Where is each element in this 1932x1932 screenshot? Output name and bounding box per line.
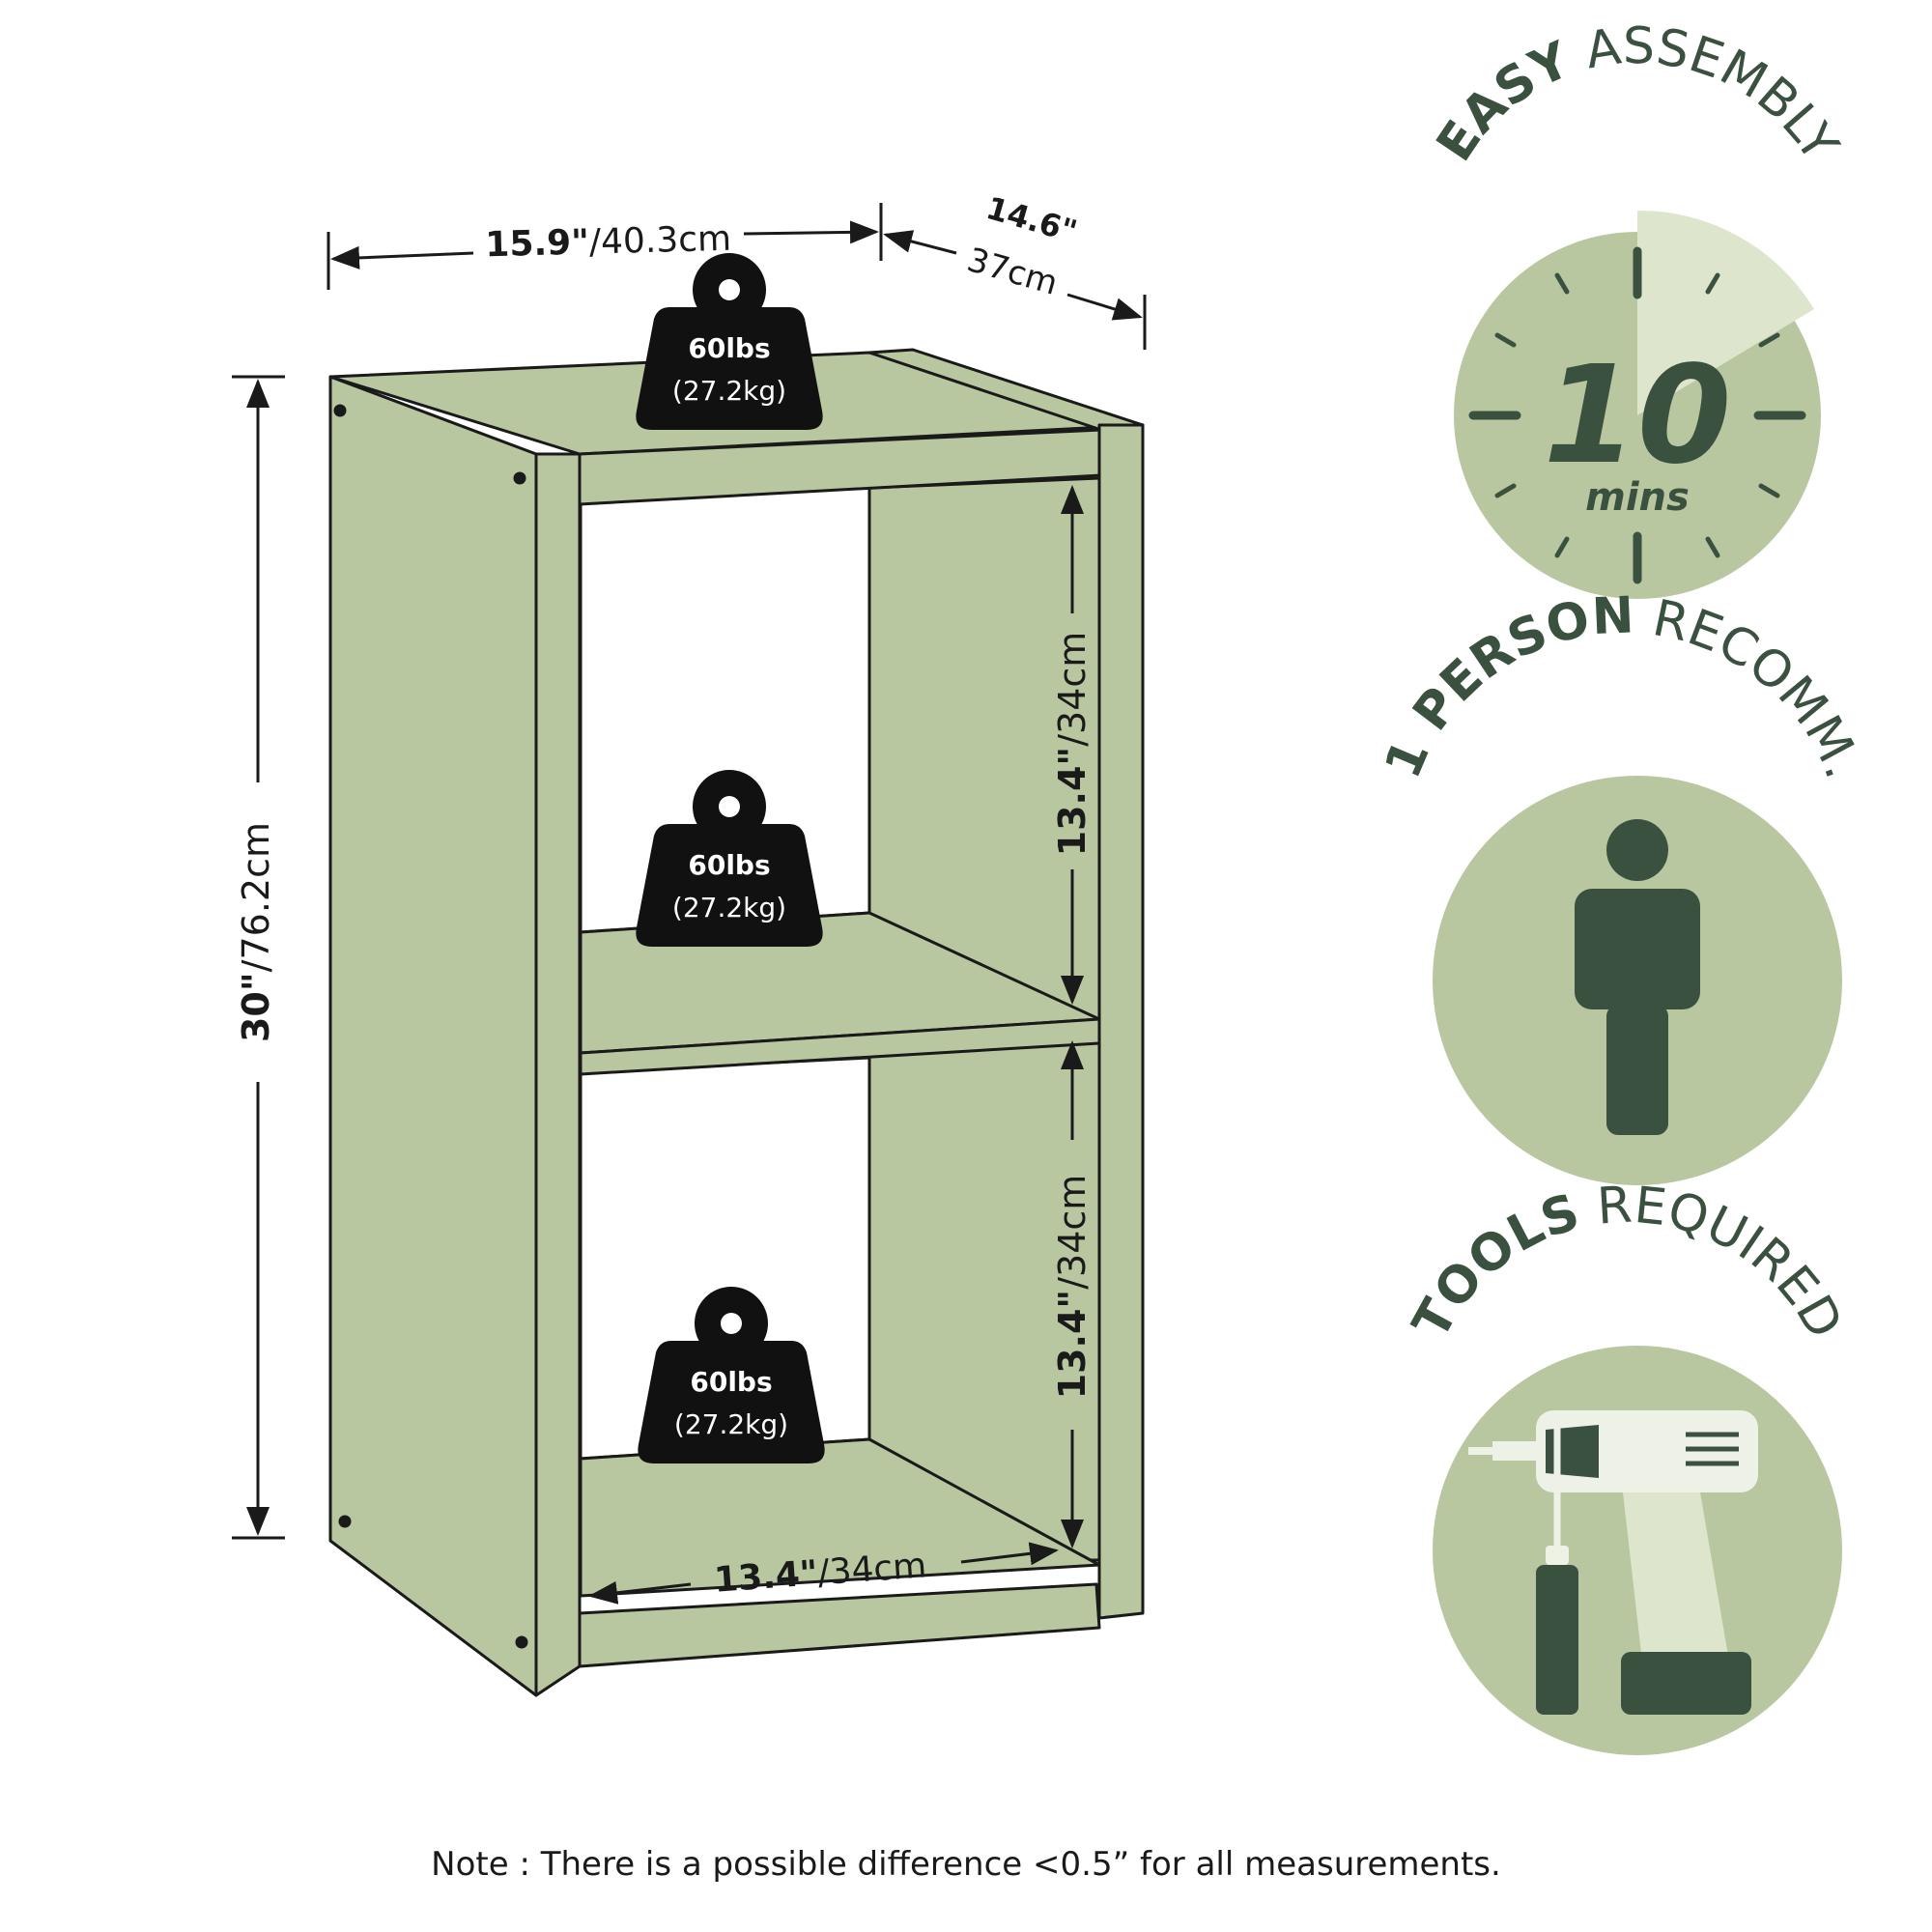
person-icon — [1575, 819, 1700, 1135]
left-side-edge — [534, 452, 582, 1697]
timer-segment — [1637, 210, 1814, 415]
tools-required-badge: TOOLS REQUIRED — [1402, 1177, 1854, 1755]
depth-unit-label: 37cm — [963, 241, 1062, 303]
weight-icon: 60lbs (27.2kg) — [636, 253, 823, 430]
cube-shelf — [328, 348, 1145, 1697]
assembly-minutes: 10 — [1544, 337, 1732, 495]
weight-lbs-label: 60lbs — [690, 1366, 772, 1398]
weight-kg-label: (27.2kg) — [674, 1408, 788, 1440]
width-label: 15.9"/40.3cm — [485, 219, 732, 266]
lower-cube-label: 13.4"/34cm — [1051, 1175, 1094, 1400]
weight-icons: 60lbs (27.2kg) 60lbs (27.2kg) 60lbs (27.2kg) — [636, 253, 825, 1463]
weight-kg-label: (27.2kg) — [672, 892, 786, 923]
easy-assembly-badge: 10 mins EASY ASSEMBLY — [1426, 17, 1849, 599]
assembly-title: EASY ASSEMBLY — [1426, 17, 1849, 172]
weight-icon: 60lbs (27.2kg) — [636, 770, 823, 947]
dimension-lines — [232, 203, 1147, 1605]
weight-icon: 60lbs (27.2kg) — [638, 1287, 825, 1463]
left-side-panel — [328, 375, 538, 1697]
inner-width-label: 13.4"/34cm — [713, 1546, 928, 1600]
measurement-note: Note : There is a possible difference <0… — [431, 1845, 1501, 1884]
weight-kg-label: (27.2kg) — [672, 375, 786, 407]
right-side-edge — [1097, 423, 1145, 1620]
tools-title: TOOLS REQUIRED — [1402, 1177, 1853, 1349]
timer-icon — [1468, 246, 1806, 584]
person-title: 1 PERSON RECOMM. — [1375, 586, 1872, 786]
depth-value-label: 14.6" — [982, 189, 1081, 250]
screwdriver-icon — [1536, 1410, 1578, 1715]
one-person-badge: 1 PERSON RECOMM. — [1375, 586, 1872, 1185]
base-front-edge — [578, 1582, 1101, 1668]
weight-lbs-label: 60lbs — [688, 332, 770, 364]
weight-lbs-label: 60lbs — [688, 849, 770, 881]
height-label: 30"/76.2cm — [235, 822, 277, 1042]
assembly-unit: mins — [1585, 475, 1690, 520]
upper-cube-label: 13.4"/34cm — [1051, 632, 1094, 857]
